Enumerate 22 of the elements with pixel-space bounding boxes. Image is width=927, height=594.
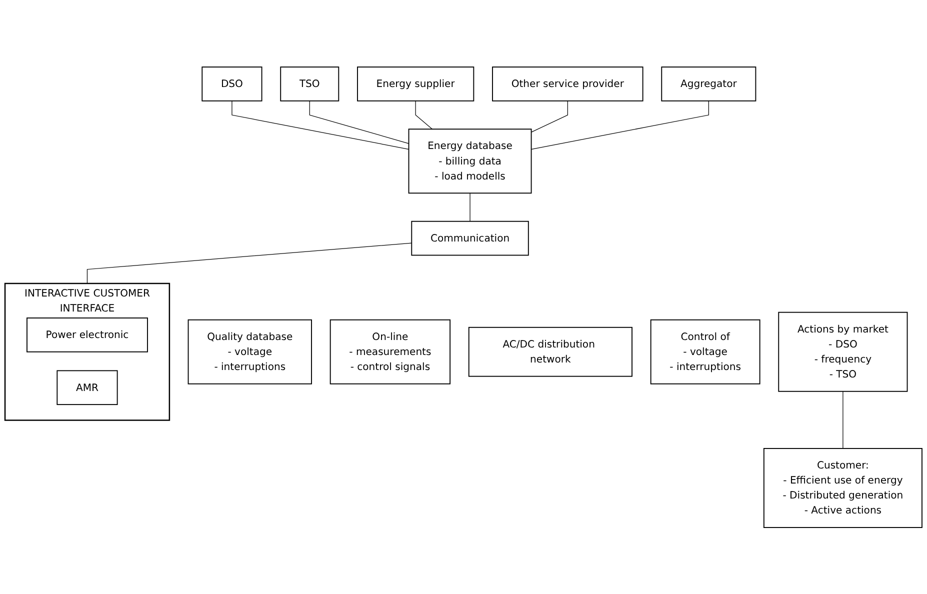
node-box: Other service provider [492, 66, 644, 102]
node-box: TSO [280, 66, 340, 102]
node-box: AMR [56, 370, 118, 405]
connector [86, 242, 412, 284]
connector [530, 100, 568, 132]
node-box: Energy supplier [357, 66, 474, 102]
node-box: Aggregator [661, 66, 756, 102]
node-box: AC/DC distribution network [468, 326, 632, 377]
node-box: Actions by market - DSO - frequency - TSO [778, 312, 908, 392]
node-box: Control of - voltage - interruptions [650, 319, 760, 384]
node-box: DSO [202, 66, 262, 102]
node-box: On-line - measurements - control signals [330, 319, 451, 384]
connector [530, 100, 709, 150]
node-box: Customer: - Efficient use of energy - Distributed generation - Active actions [763, 448, 922, 528]
connector [415, 100, 433, 130]
node-box: Communication [411, 220, 529, 256]
node-box: Power electronic [26, 317, 148, 352]
connector [309, 100, 410, 144]
node-box: Energy database - billing data - load modells [408, 128, 532, 194]
connector [232, 100, 410, 150]
connector [842, 390, 844, 448]
node-box: Quality database - voltage - interruptions [188, 319, 312, 384]
